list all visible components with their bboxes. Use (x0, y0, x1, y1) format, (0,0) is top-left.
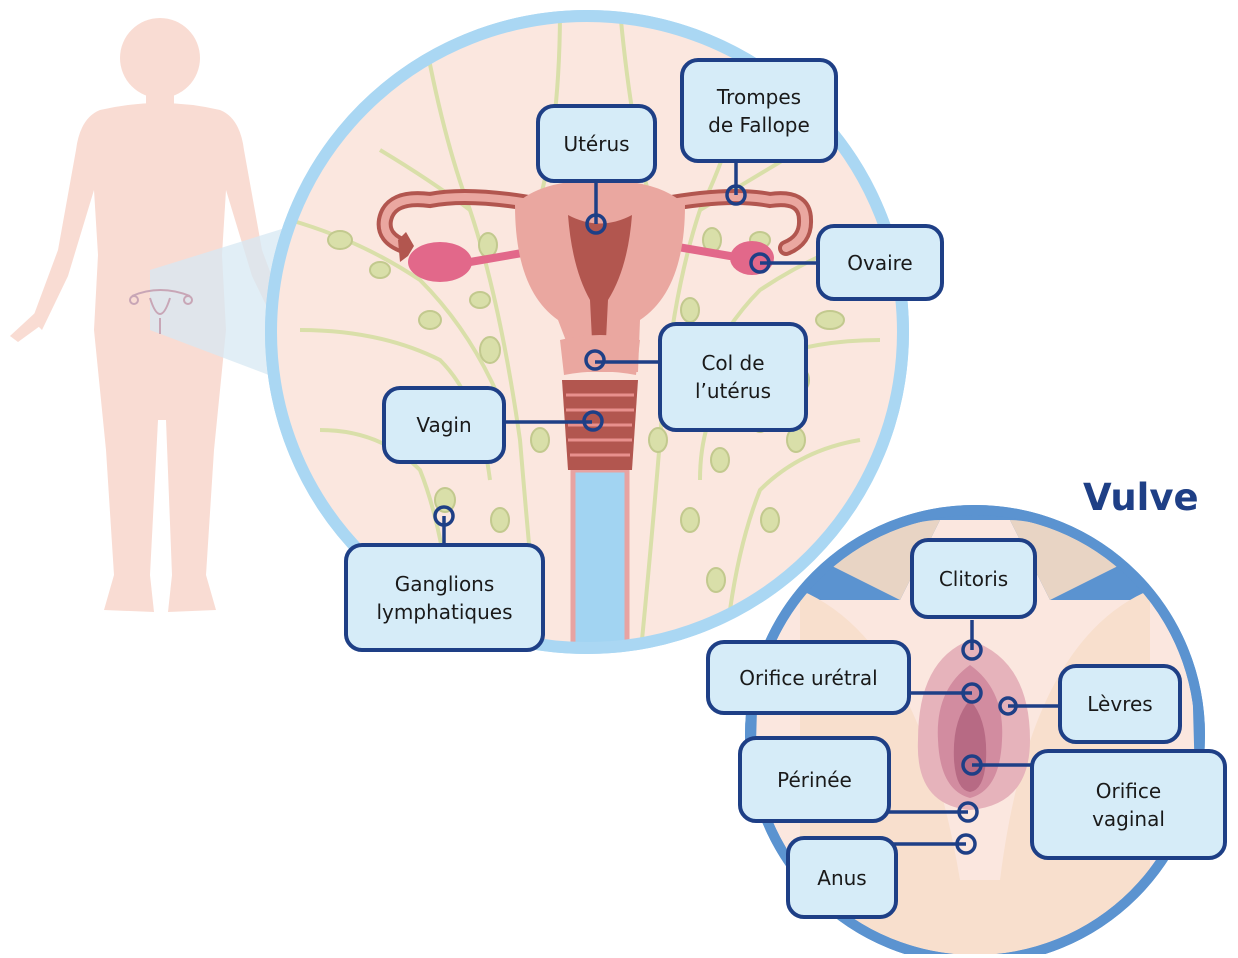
vulva-title: Vulve (1083, 476, 1199, 519)
anus-label: Anus (786, 836, 898, 919)
labia-label: Lèvres (1058, 664, 1182, 744)
vaginal-canal (573, 470, 627, 670)
urethral-orifice-label: Orifice urétral (706, 640, 911, 715)
ovary-label: Ovaire (816, 224, 944, 301)
perineum-label: Périnée (738, 736, 891, 823)
clitoris-label: Clitoris (910, 538, 1037, 619)
vagina-label: Vagin (382, 386, 506, 464)
uterus-label: Utérus (536, 104, 657, 183)
left-ovary (408, 242, 472, 282)
